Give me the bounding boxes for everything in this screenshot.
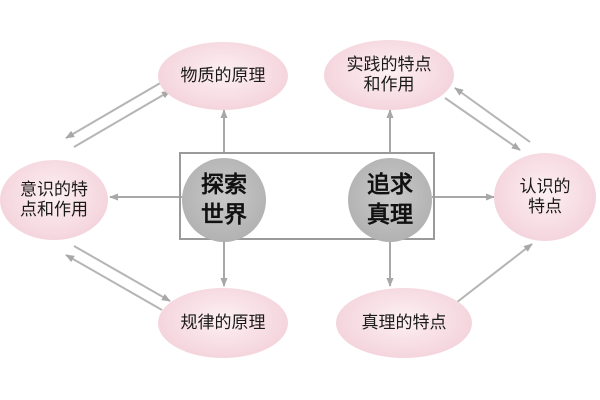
node-truth-features: 真理的特点 <box>336 288 472 358</box>
node-practice-features: 实践的特点 和作用 <box>324 40 454 110</box>
arrow-practice-to-cognition <box>444 97 521 151</box>
node-law-principle: 规律的原理 <box>158 288 288 358</box>
hub-explore-world: 探索 世界 <box>182 158 266 242</box>
arrow-law-to-consciousness <box>65 254 163 311</box>
center-frame <box>179 152 435 240</box>
node-consciousness-features: 意识的特 点和作用 <box>0 160 108 240</box>
arrow-consciousness-to-law <box>73 245 171 302</box>
node-matter-principle: 物质的原理 <box>158 42 288 110</box>
node-cognition-features: 认识的 特点 <box>494 153 596 241</box>
arrow-matter-to-consciousness <box>65 81 163 139</box>
arrow-cognition-to-practice <box>454 87 531 143</box>
arrow-truth-to-cognition <box>451 243 533 307</box>
arrow-consciousness-to-matter <box>73 90 171 148</box>
hub-pursue-truth: 追求 真理 <box>348 158 432 242</box>
